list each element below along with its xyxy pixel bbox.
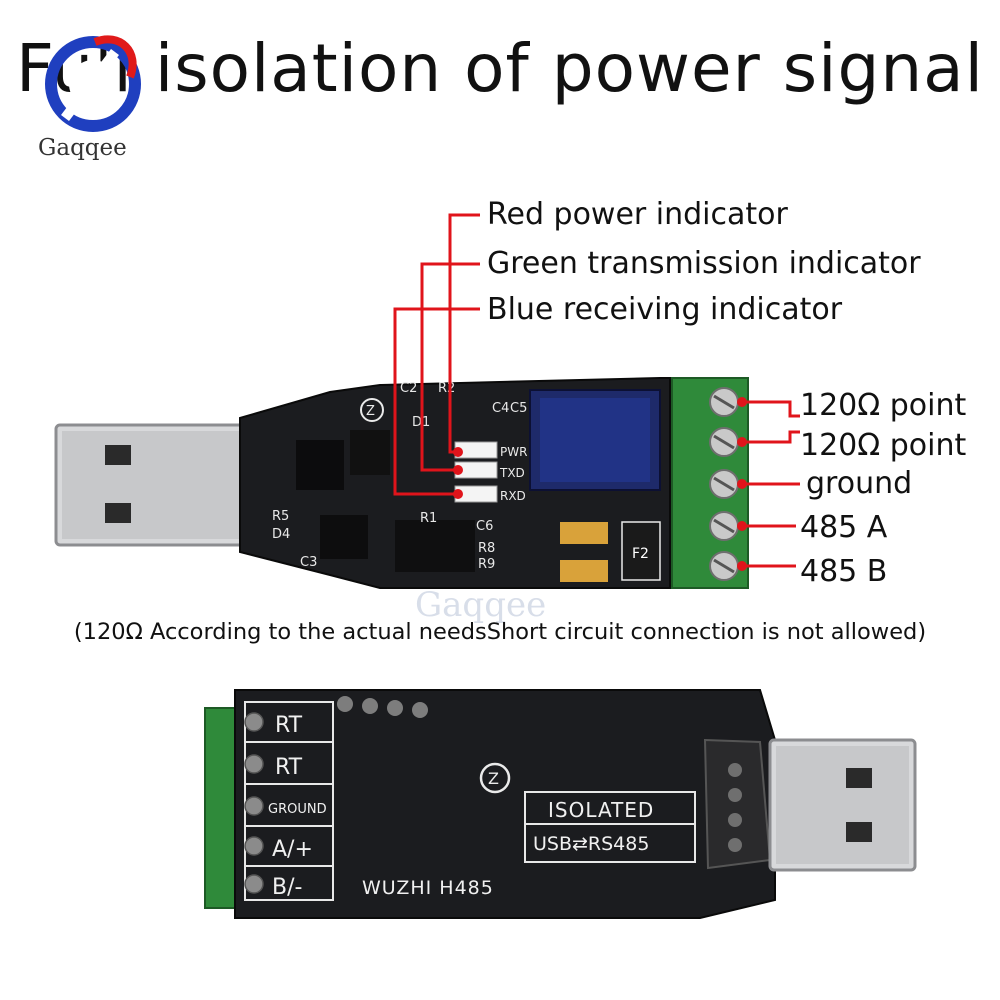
watermark: Gaqqee (415, 585, 547, 625)
svg-text:C6: C6 (476, 519, 493, 534)
svg-text:C2: C2 (400, 381, 417, 396)
svg-text:R2: R2 (438, 381, 455, 396)
svg-text:F2: F2 (632, 546, 649, 562)
brand-logo-icon (45, 35, 141, 132)
svg-text:C4: C4 (492, 401, 509, 416)
callout-red-power: Red power indicator (487, 197, 788, 232)
svg-text:R9: R9 (478, 557, 495, 572)
usb-plug-top (54, 423, 250, 547)
brand-name: Gaqqee (38, 135, 127, 161)
svg-text:R8: R8 (478, 541, 495, 556)
terminal-label-485a: 485 A (800, 510, 888, 545)
bottom-terminal-rt-2: RT (275, 755, 303, 780)
bottom-terminal-rt-1: RT (275, 713, 303, 738)
svg-text:C3: C3 (300, 555, 317, 570)
page-title: Full isolation of power signal (16, 30, 984, 107)
svg-text:R1: R1 (420, 511, 437, 526)
led-label-rxd: RXD (500, 489, 526, 503)
callout-green-transmission: Green transmission indicator (487, 246, 921, 281)
bottom-board-illustration: RT RT GROUND A/+ B/- Z ISOLATED USB⇄RS48… (204, 689, 917, 919)
svg-text:R5: R5 (272, 509, 289, 524)
terminal-label-ground: ground (806, 466, 913, 501)
bottom-terminal-ground: GROUND (268, 802, 327, 817)
svg-text:D4: D4 (272, 527, 290, 542)
terminal-label-120-2: 120Ω point (800, 428, 967, 463)
terminal-label-485b: 485 B (800, 554, 888, 589)
svg-text:C5: C5 (510, 401, 527, 416)
isolated-label: ISOLATED (548, 798, 654, 822)
led-label-txd: TXD (499, 466, 525, 480)
model-label: WUZHI H485 (362, 877, 494, 899)
svg-text:Z: Z (488, 769, 499, 788)
led-label-pwr: PWR (500, 445, 527, 459)
top-board-illustration: F2 PWR TXD RXD C2 R2 C4 C5 R1 C6 R8 R9 R… (54, 213, 800, 589)
bottom-terminal-a: A/+ (272, 837, 313, 862)
svg-text:Z: Z (366, 404, 375, 419)
usb-rs485-label: USB⇄RS485 (533, 833, 649, 855)
bottom-terminal-b: B/- (272, 875, 302, 900)
usage-note: (120Ω According to the actual needsShort… (73, 619, 927, 645)
terminal-label-120-1: 120Ω point (800, 388, 967, 423)
callout-blue-receiving: Blue receiving indicator (487, 292, 843, 327)
